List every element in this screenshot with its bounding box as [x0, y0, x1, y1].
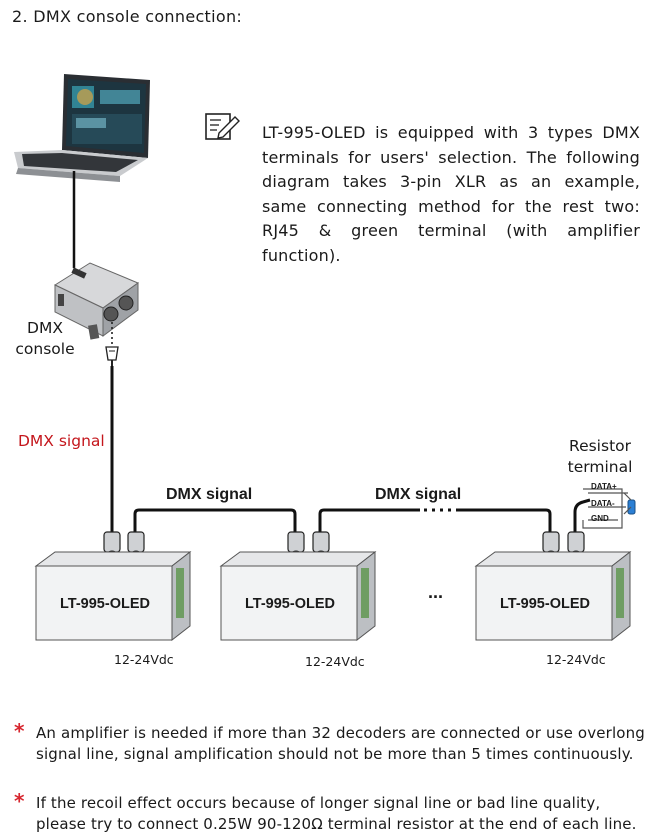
xlr-plug-icon: [105, 346, 119, 366]
decoder-power-2: 12-24Vdc: [305, 654, 365, 669]
dmx-signal-label-2: DMX signal: [375, 486, 462, 503]
resistor-label: Resistor terminal: [567, 437, 633, 476]
laptop-icon: [14, 74, 150, 182]
decoder-box-1: [34, 550, 192, 642]
dmx-console-icon: [53, 262, 140, 340]
dmx-cable-2-3a: [318, 508, 420, 532]
dmx-cable-2-3b: [456, 508, 552, 532]
decoder-name-3: LT-995-OLED: [500, 596, 590, 612]
resistor-pin-data-minus: DATA-: [591, 499, 615, 508]
decoder-box-3: [474, 550, 632, 642]
footnote-1: *An amplifier is needed if more than 32 …: [14, 719, 645, 764]
note-pencil-icon: [205, 113, 240, 140]
dmx-signal-label-red: DMX signal: [18, 432, 105, 450]
decoder-ellipsis: ...: [428, 582, 444, 602]
decoder-name-2: LT-995-OLED: [245, 596, 335, 612]
resistor-pin-data-plus: DATA+: [591, 482, 617, 491]
dmx-signal-label-1: DMX signal: [166, 486, 253, 503]
section-heading: 2. DMX console connection:: [12, 7, 243, 26]
footnote-2: *If the recoil effect occurs because of …: [14, 789, 637, 834]
decoder-box-2: [219, 550, 377, 642]
console-label: DMX console: [15, 319, 75, 358]
decoder-power-1: 12-24Vdc: [114, 652, 174, 667]
decoder-power-3: 12-24Vdc: [546, 652, 606, 667]
asterisk-icon: *: [14, 719, 25, 743]
resistor-pin-gnd: GND: [591, 514, 609, 523]
xlr-connector-icon: [103, 531, 585, 553]
note-text: LT-995-OLED is equipped with 3 types DMX…: [262, 123, 640, 265]
dmx-cable-1-2: [133, 508, 297, 532]
decoder-name-1: LT-995-OLED: [60, 596, 150, 612]
resistor-terminal-icon: [582, 488, 636, 529]
asterisk-icon: *: [14, 789, 25, 813]
dmx-cable-resistor: [573, 498, 591, 532]
